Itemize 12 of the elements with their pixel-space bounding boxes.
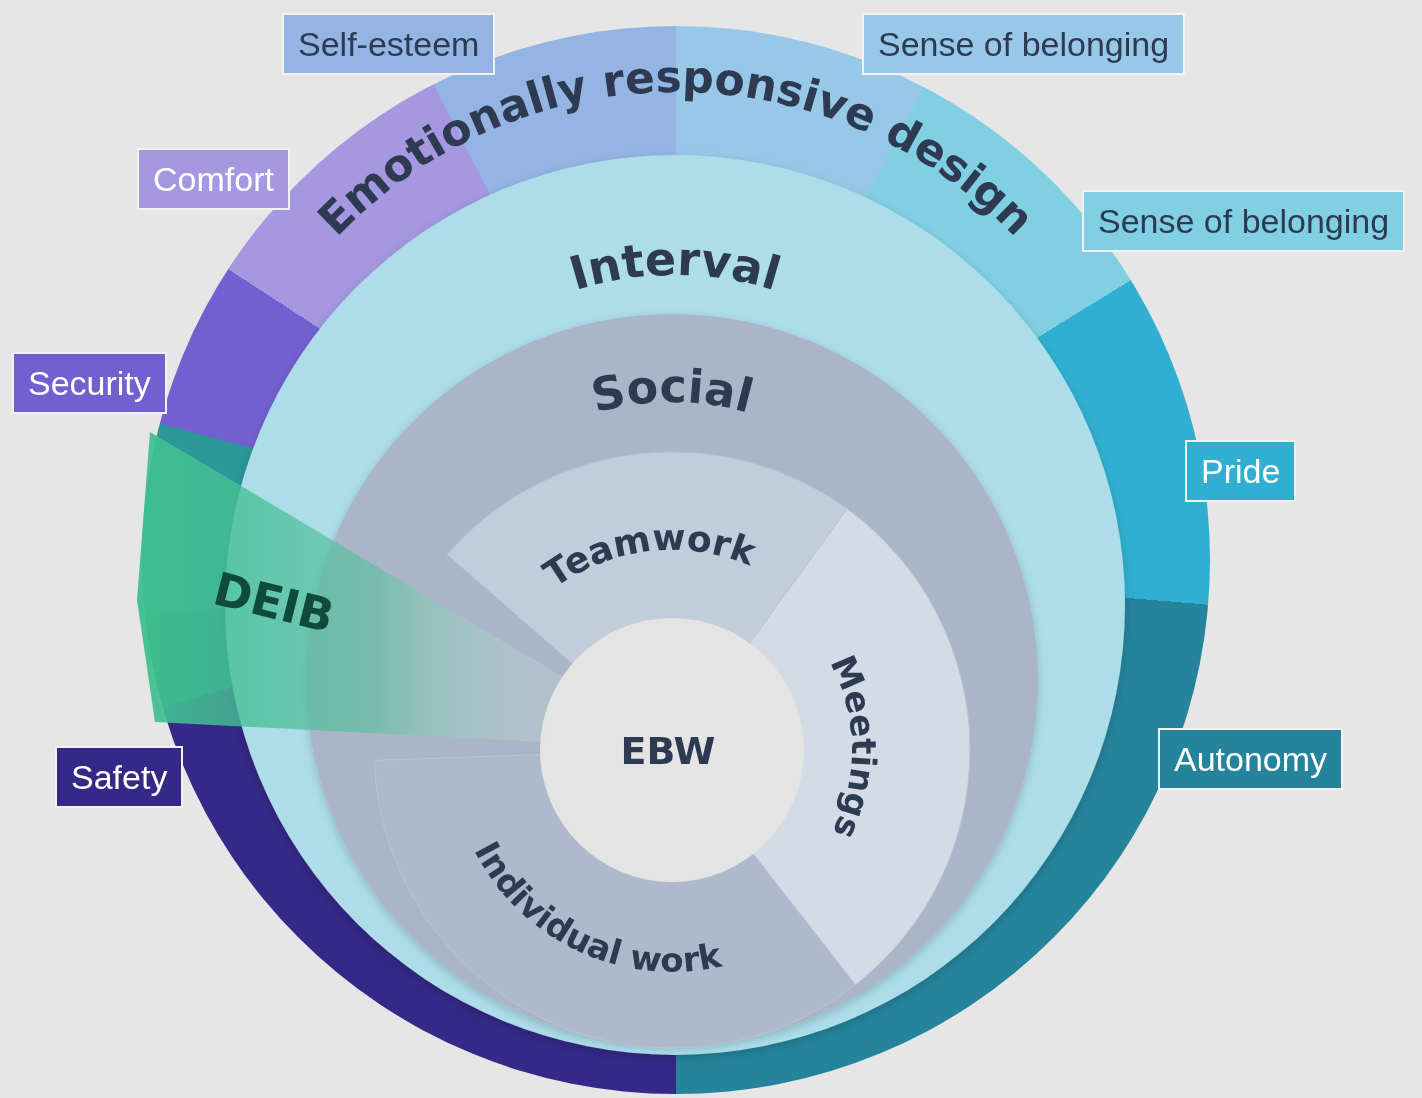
category-label: Autonomy — [1158, 728, 1344, 790]
category-label: Safety — [55, 746, 184, 808]
ring-label: Social — [586, 358, 759, 424]
category-label: Pride — [1185, 440, 1297, 502]
category-label: Sense of belonging — [1082, 190, 1406, 252]
ring-label: Teamwork — [536, 516, 762, 595]
category-label: Sense of belonging — [862, 13, 1186, 75]
category-label: Security — [12, 352, 167, 414]
wedge-label: DEIB — [208, 561, 340, 644]
category-label: Self-esteem — [282, 13, 496, 75]
ring-label: Interval — [563, 231, 787, 301]
center-label: EBW — [620, 729, 716, 773]
